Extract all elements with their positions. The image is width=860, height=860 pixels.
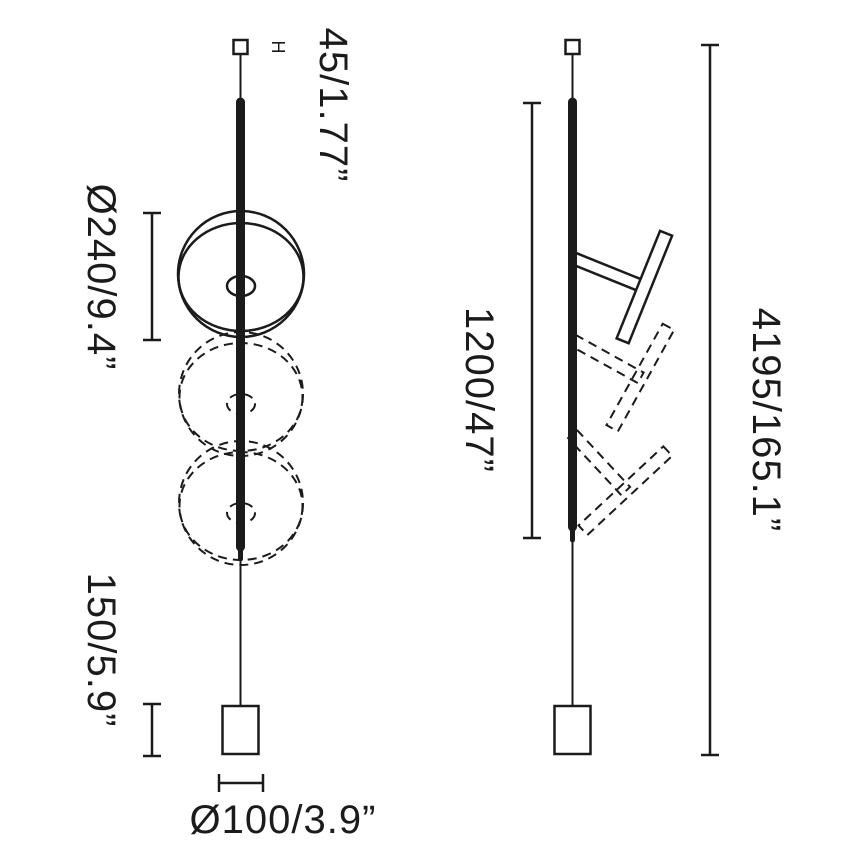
ghost-shade-edge [605,322,676,433]
rod-length-dimension: 1200/47” [457,101,541,540]
ghost-shade-edge [577,444,674,537]
base-diameter-dimension: Ø100/3.9” [190,774,377,842]
shade-diameter-dimension: Ø240/9.4” [79,184,161,371]
overall-height-label: 4195/165.1” [744,308,788,533]
canopy-height-label: 45/1.77” [311,28,355,183]
overall-height-dimension: 4195/165.1” [701,43,788,757]
ceiling-mount [232,38,249,56]
ghost-arm [568,333,645,385]
base-cylinder [221,704,260,756]
side-view: 1200/47” 4195/165.1” [457,38,788,757]
bracket-arm [568,250,649,295]
base-cylinder [553,704,592,756]
shade-diameter-label: Ø240/9.4” [79,184,123,371]
rod-length-label: 1200/47” [457,307,501,473]
shade-bracket-ghost-2 [566,428,674,537]
front-view: H 45/1.77” [79,28,377,842]
base-diameter-label: Ø100/3.9” [190,798,377,842]
base-height-dimension: 150/5.9” [79,573,161,758]
base-height-label: 150/5.9” [79,573,123,728]
height-marker-label: H [268,41,288,54]
ceiling-mount [564,38,581,56]
shade-bracket [568,229,674,345]
shade-bracket-ghost-1 [568,322,676,433]
shade-edge [614,229,674,345]
